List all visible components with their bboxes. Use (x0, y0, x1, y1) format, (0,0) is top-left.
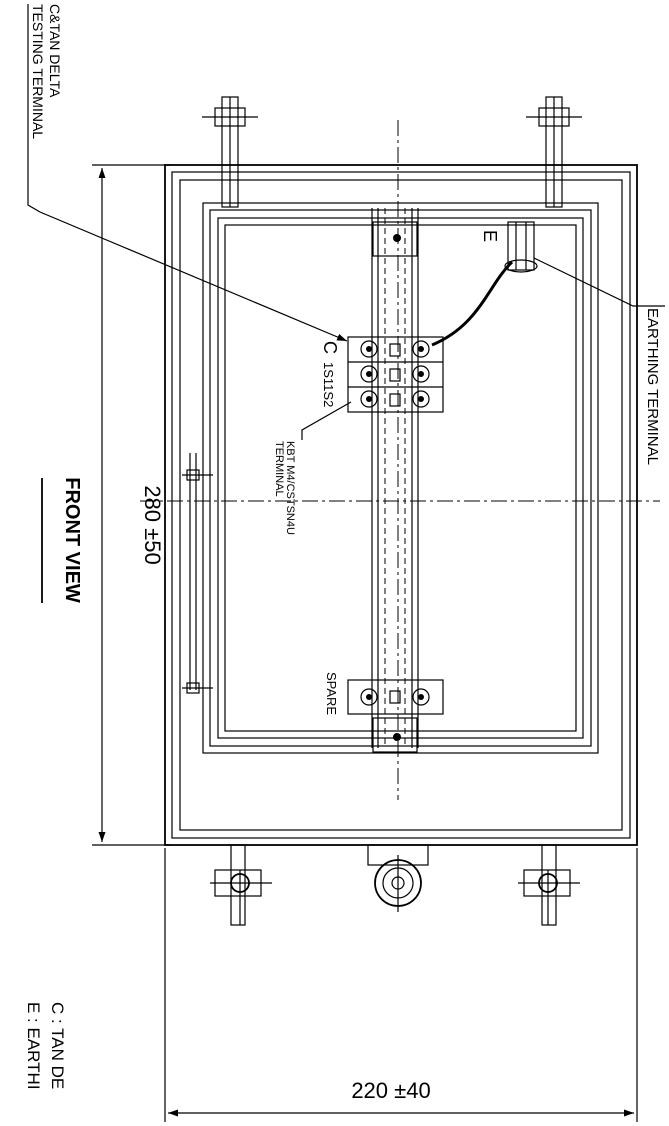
height-dimension (92, 164, 170, 846)
width-dimension-label: 220 ±40 (351, 1078, 430, 1103)
earth-wire (431, 260, 514, 347)
spare-terminal (347, 679, 444, 715)
bottom-mounting-lug-left (210, 844, 272, 926)
legend-e: E : EARTHI (24, 1002, 43, 1090)
enclosure-frame (164, 164, 638, 846)
testing-terminal-label-line1: C&TAN DELTA (47, 4, 63, 98)
terminal-block (347, 336, 444, 413)
terminal-c-label: C (320, 341, 340, 354)
earthing-bolt (504, 221, 538, 273)
spare-label: SPARE (324, 672, 339, 715)
width-dimension (164, 848, 638, 1122)
testing-terminal-leader (27, 4, 348, 342)
door-hinge (182, 453, 213, 694)
mounting-rail (371, 208, 419, 753)
bottom-mounting-lug-right (518, 844, 580, 926)
door-panel (202, 202, 599, 754)
earth-terminal-letter: E (480, 230, 500, 242)
height-dimension-label: 280 ±50 (140, 485, 165, 564)
legend-c: C : TAN DE (48, 1002, 67, 1089)
view-title: FRONT VIEW (61, 477, 83, 603)
top-lifting-lug-right (526, 96, 582, 208)
terminal-block-leader (301, 401, 352, 440)
earthing-terminal-leader (533, 257, 665, 307)
terminal-s-labels: 1S11S2 (321, 362, 336, 407)
terminal-block-label-line1: KBT M4/CSTSN4U (284, 441, 296, 535)
testing-terminal-label-line2: TESTING TERMINAL (30, 4, 46, 139)
top-lifting-lug-left (202, 96, 258, 208)
earthing-terminal-label: EARTHING TERMINAL (644, 308, 661, 465)
bottom-cable-gland (367, 844, 429, 912)
terminal-block-label-line2: TERMINAL (273, 441, 285, 497)
